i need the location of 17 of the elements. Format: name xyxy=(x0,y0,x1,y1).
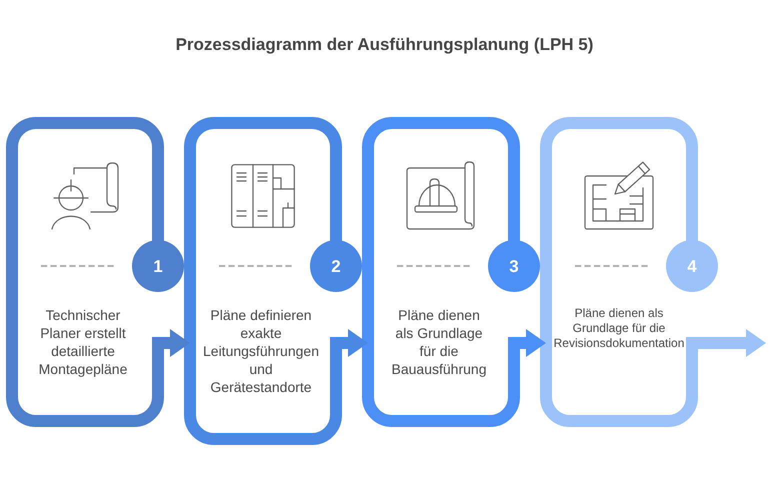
process-card xyxy=(362,117,520,427)
arrow xyxy=(698,329,766,357)
step-description: Technischer Planer erstellt detaillierte Montagepläne xyxy=(38,306,128,378)
diagram-title: Prozessdiagramm der Ausführungsplanung (LPH 5) xyxy=(176,35,594,54)
step-number-badge: 1 xyxy=(132,240,184,292)
step-number-badge: 3 xyxy=(488,240,540,292)
arrow xyxy=(520,329,546,357)
process-card xyxy=(184,117,342,445)
arrow xyxy=(342,329,368,357)
step-description: Pläne dienen als Grundlage für die Revisionsdokumentation xyxy=(552,306,686,351)
arrow xyxy=(164,329,190,357)
step-number-badge: 2 xyxy=(310,240,362,292)
step-description: Pläne dienen als Grundlage für die Bauausführung xyxy=(390,306,488,378)
process-card xyxy=(6,117,164,427)
step-description: Pläne definieren exakte Leitungsführungen und Gerätestandorte xyxy=(202,306,320,396)
process-card xyxy=(540,117,698,427)
step-number-badge: 4 xyxy=(666,240,718,292)
